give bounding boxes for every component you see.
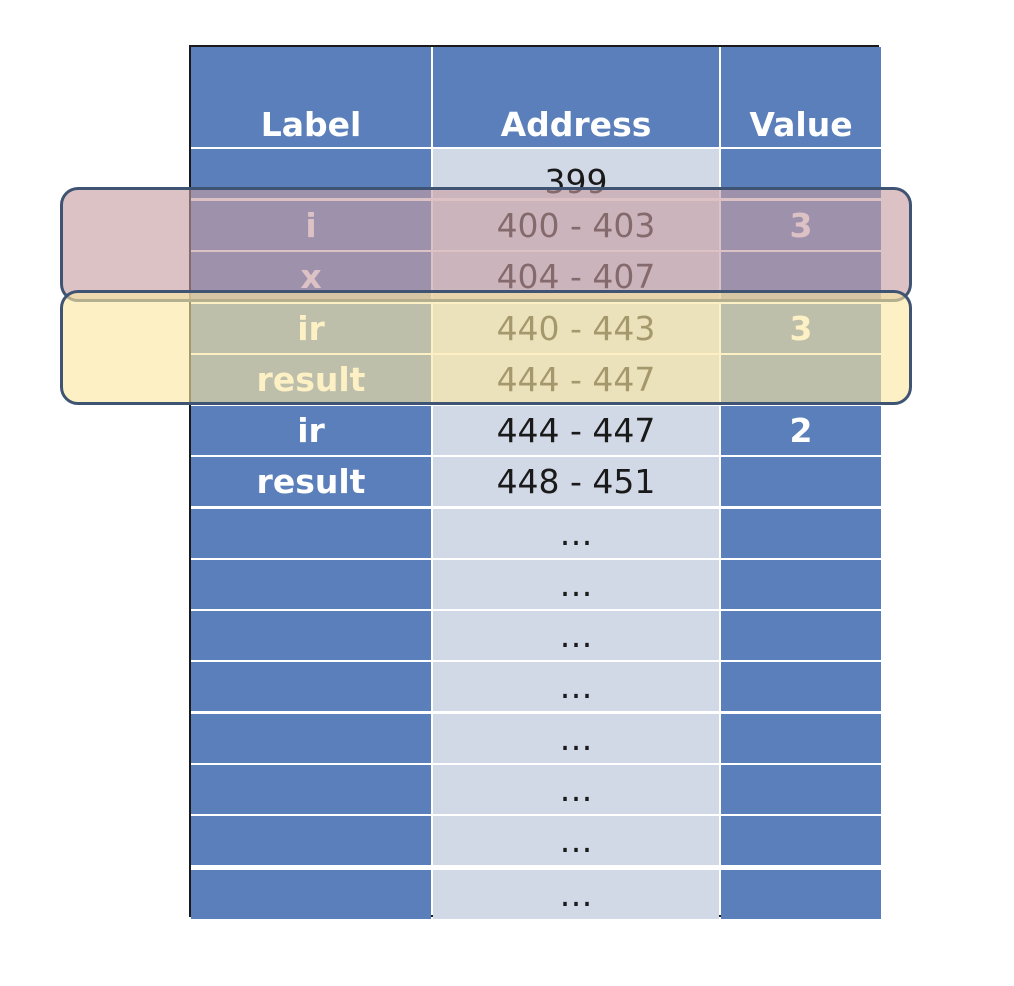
row-5-label-cell: ir [191,406,431,455]
row-10-value-cell [721,662,881,711]
row-11-address-cell: … [433,714,719,763]
row-12-value-cell [721,765,881,814]
header-label: Label [191,47,431,147]
row-14-address-cell: … [433,870,719,919]
row-13-label-cell [191,816,431,865]
row-13-address-cell: … [433,816,719,865]
frame-highlight-i-x [60,187,912,302]
row-6-label-cell: result [191,457,431,506]
row-7-value-cell [721,509,881,558]
row-6-value-cell [721,457,881,506]
row-5-address-cell: 444 - 447 [433,406,719,455]
row-14-label-cell [191,870,431,919]
header-value: Value [721,47,881,147]
header-address: Address [433,47,719,147]
row-12-label-cell [191,765,431,814]
row-8-value-cell [721,560,881,609]
row-7-address-cell: … [433,509,719,558]
row-9-value-cell [721,611,881,660]
row-7-label-cell [191,509,431,558]
row-11-label-cell [191,714,431,763]
row-5-value-cell: 2 [721,406,881,455]
row-13-value-cell [721,816,881,865]
row-8-label-cell [191,560,431,609]
row-8-address-cell: … [433,560,719,609]
row-9-label-cell [191,611,431,660]
frame-highlight-ir-result [60,290,912,405]
memory-table: LabelAddressValue399i400 - 4033x404 - 40… [189,45,881,919]
row-10-address-cell: … [433,662,719,711]
row-9-address-cell: … [433,611,719,660]
row-12-address-cell: … [433,765,719,814]
row-14-value-cell [721,870,881,919]
row-6-address-cell: 448 - 451 [433,457,719,506]
row-11-value-cell [721,714,881,763]
row-10-label-cell [191,662,431,711]
